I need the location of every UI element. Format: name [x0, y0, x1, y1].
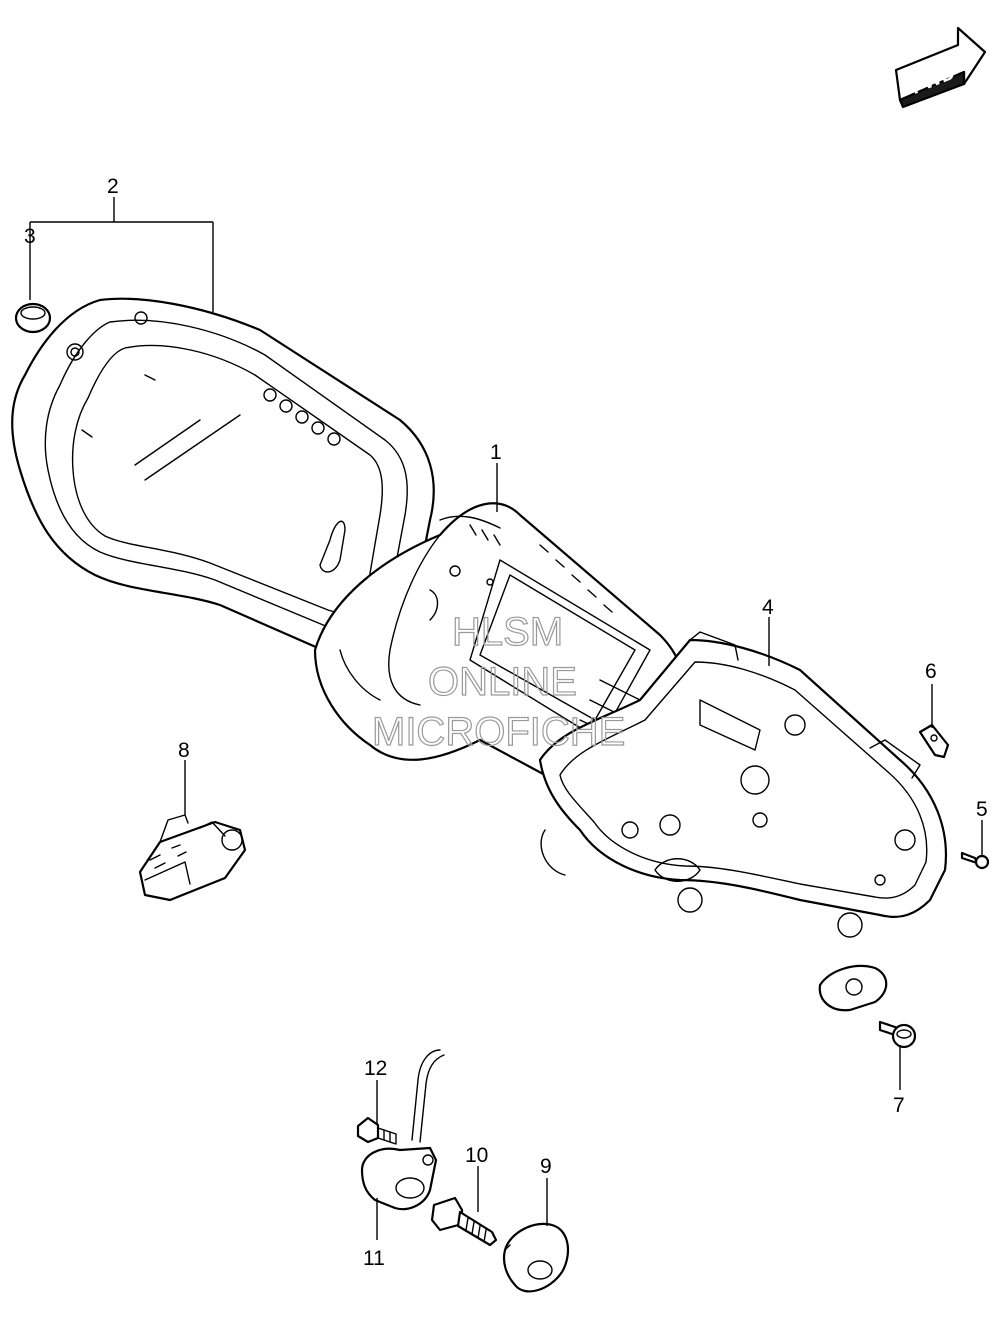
indicator-lamps [263, 388, 341, 446]
grommet-part [14, 302, 52, 334]
callout-12: 12 [364, 1057, 387, 1080]
meter-assembly-part [313, 502, 685, 787]
callout-9: 9 [540, 1155, 552, 1178]
connector-part [138, 814, 247, 902]
screw-5-part [960, 851, 990, 870]
lower-case-part [538, 631, 947, 1012]
watermark-line-1: HLSM [452, 610, 563, 654]
callout-2: 2 [107, 175, 119, 198]
callout-7: 7 [893, 1094, 905, 1117]
knob-shaft-10-part [430, 1196, 498, 1247]
fwd-arrow-badge: FWD [894, 26, 987, 109]
screw-7-part [878, 1020, 917, 1049]
washer-9-part [502, 1222, 570, 1293]
callout-3: 3 [24, 225, 36, 248]
watermark: HLSM ONLINE MICROFICHE [371, 609, 626, 754]
callout-8: 8 [178, 739, 190, 762]
callout-10: 10 [465, 1144, 488, 1167]
watermark-line-3: MICROFICHE [372, 710, 625, 754]
callout-labels: 2 3 1 4 6 8 5 12 7 10 9 11 [24, 175, 988, 1270]
front-cover-part [11, 297, 435, 665]
callout-1: 1 [490, 441, 502, 464]
leader-lines [29, 197, 983, 1240]
watermark-line-2: ONLINE [428, 660, 577, 704]
callout-6: 6 [925, 660, 937, 683]
callout-4: 4 [762, 596, 774, 619]
callout-11: 11 [363, 1247, 385, 1270]
bolt-12-part [356, 1116, 397, 1145]
bracket-11-part [360, 1049, 445, 1211]
callout-5: 5 [976, 798, 988, 821]
clip-part [918, 723, 950, 759]
